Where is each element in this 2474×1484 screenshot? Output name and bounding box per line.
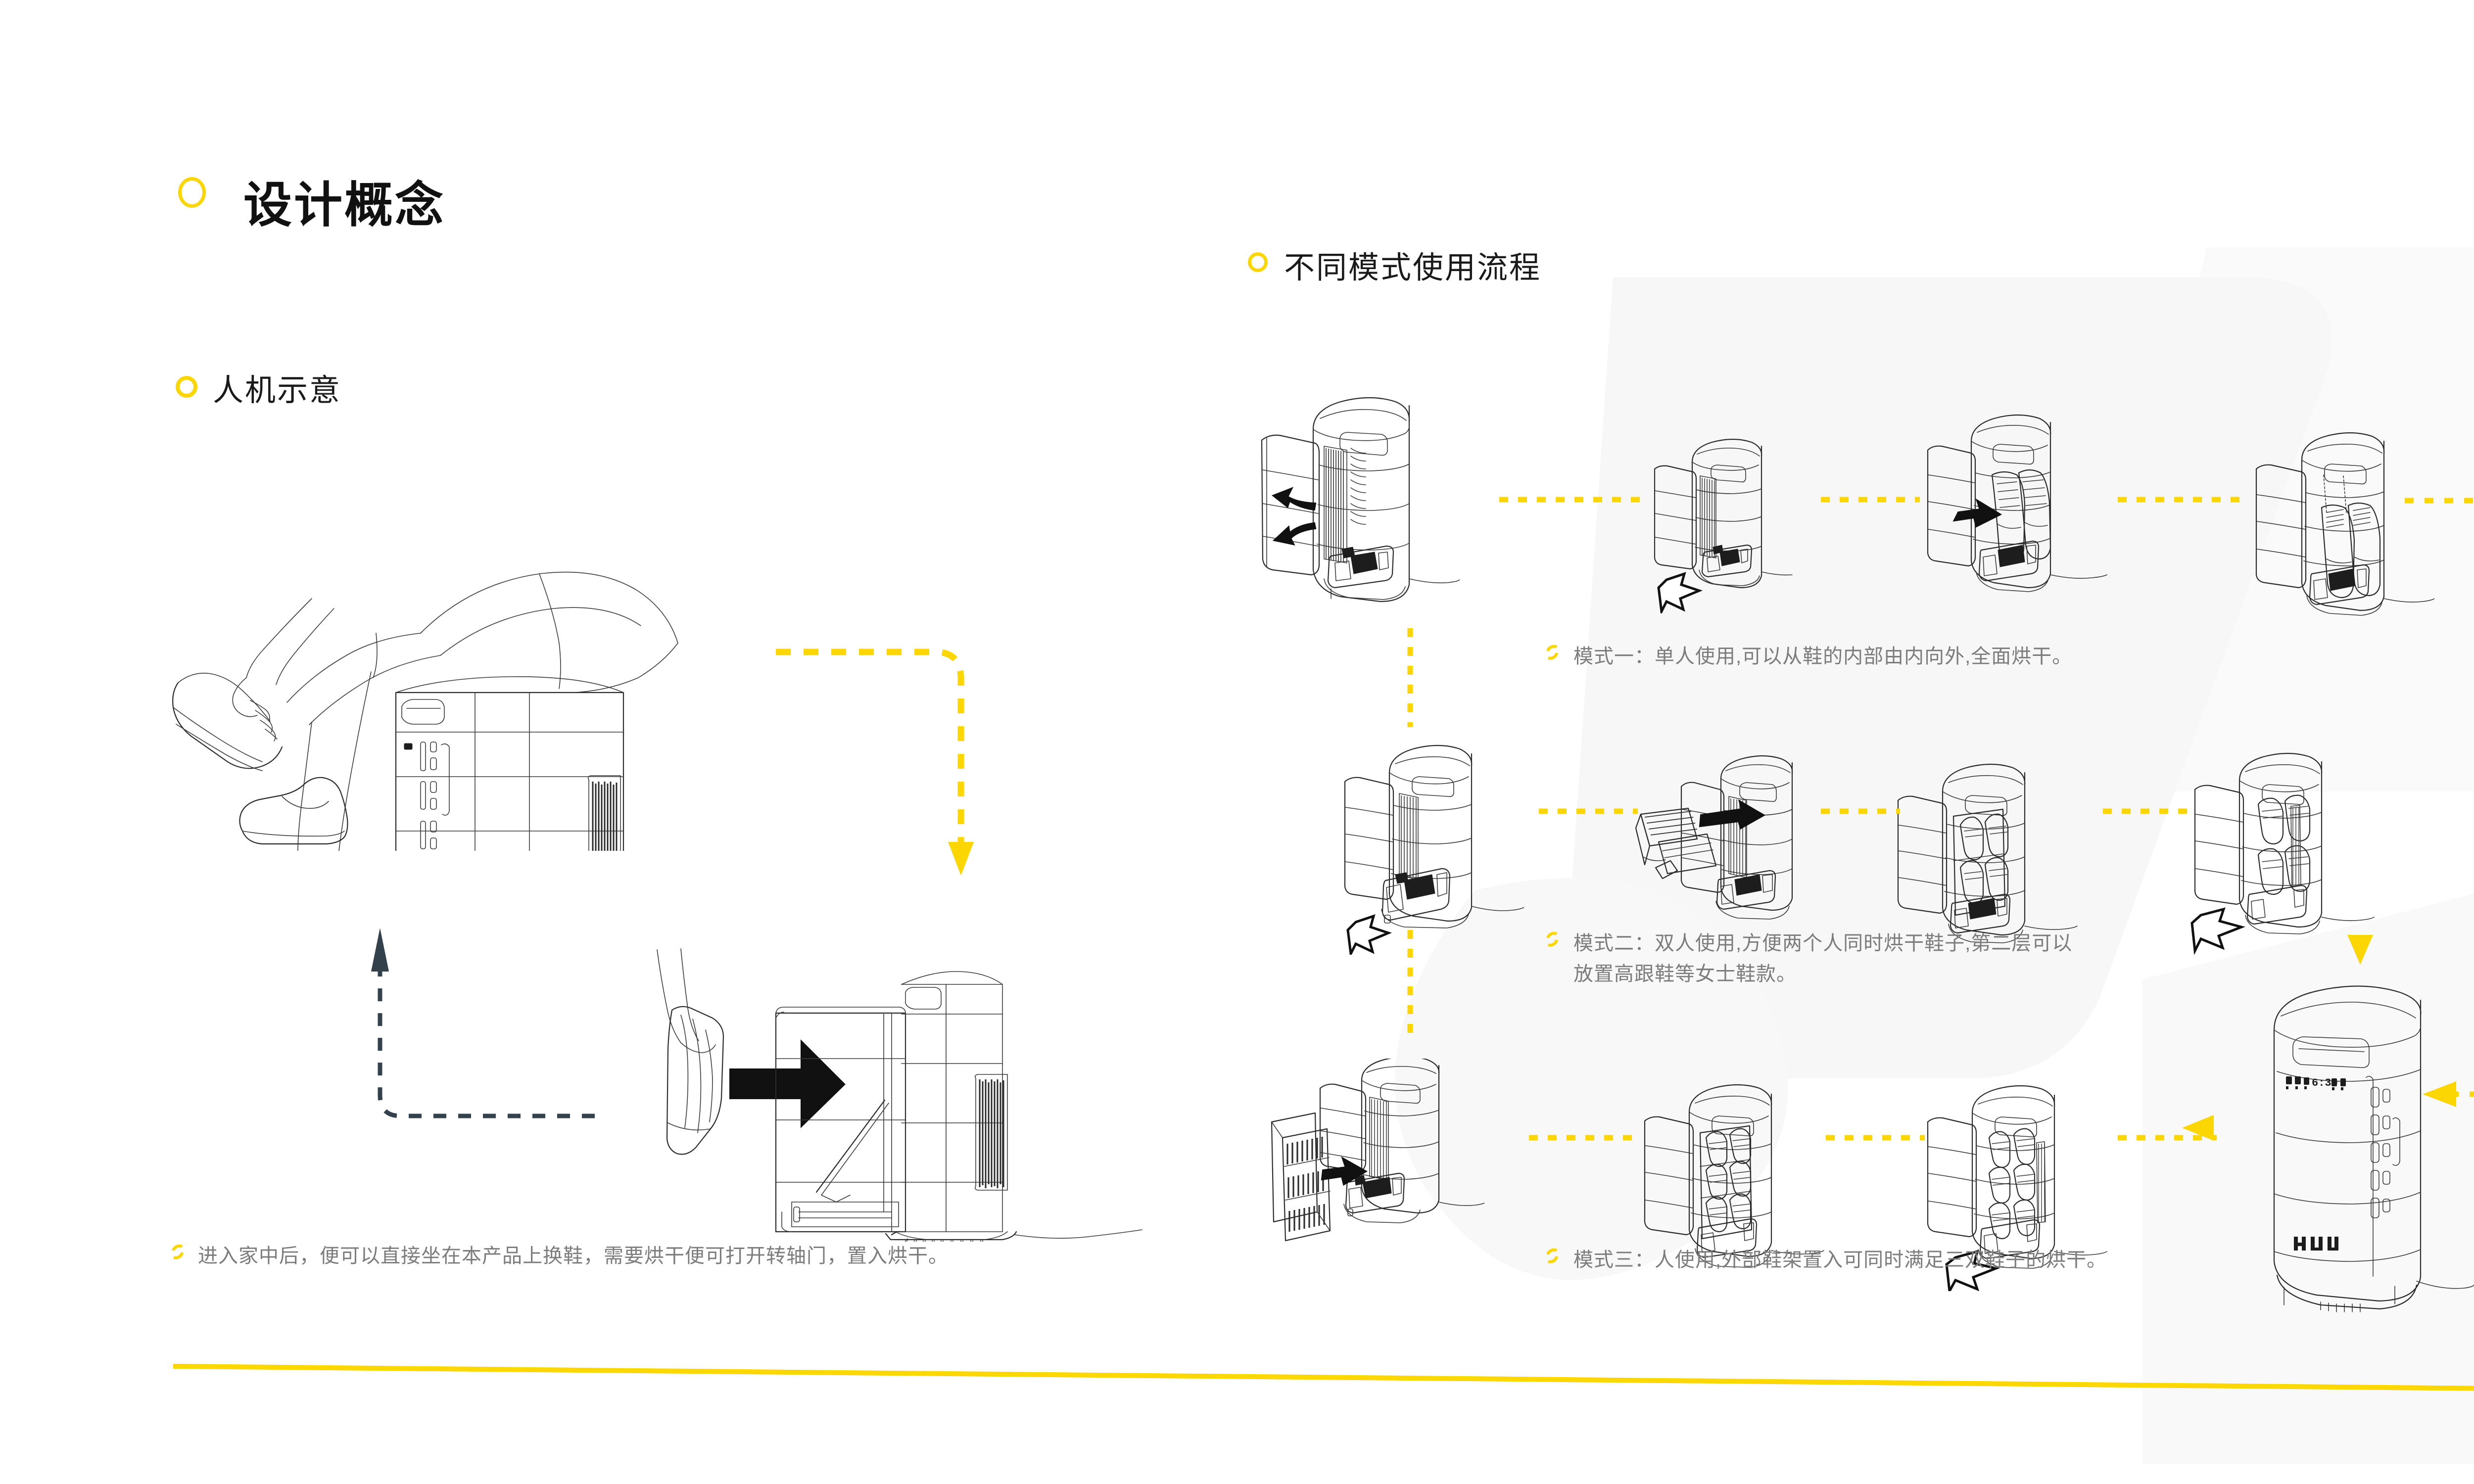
display-time: 6:30 (2312, 1077, 2338, 1089)
mode-3-step-3-rack-inside-drying (1920, 1064, 2118, 1291)
flow-arrow-yellow-down (772, 613, 1029, 890)
mode-2-caption-line-2: 放置高跟鞋等女士鞋款。 (1573, 963, 1797, 985)
mode-1-step-1-open-door-empty-tray (1252, 346, 1460, 623)
mode-3-caption: 模式三：人使用,外部鞋架置入可同时满足三双鞋子的烘干。 (1573, 1249, 2107, 1271)
flow-arrow-dark-up (341, 910, 599, 1138)
caption-bullet-icon-mode3 (1546, 1248, 1558, 1263)
mode-2-caption: 模式二：双人使用,方便两个人同时烘干鞋子,第二层可以 放置高跟鞋等女士鞋款。 (1573, 928, 2266, 989)
bottom-divider (173, 1364, 2474, 1392)
mode-2-step-4-two-tier-drying (2187, 727, 2385, 955)
right-section-ring-icon (1248, 252, 1268, 272)
mode-3-step-4-closed-unit-running: 6:30 (2246, 984, 2474, 1331)
connector-mode3-2 (1826, 1133, 1925, 1143)
mode-1-step-4-shoes-inside-drying (2246, 411, 2434, 638)
mode-2-step-1-open-door-tray-out (1336, 717, 1524, 955)
mode-2-step-2-second-tier-extended (1628, 727, 1826, 945)
connector-mode2-to-mode3 (1405, 930, 1415, 1034)
title-ring-icon (178, 177, 206, 208)
caption-bullet-icon-mode1 (1546, 645, 1558, 660)
mode-3-step-1-external-shoe-rack-insert (1257, 1059, 1484, 1286)
mode-1-step-3-shoes-placed-on-tray (1920, 376, 2108, 613)
connector-mode3-3 (2118, 1133, 2217, 1143)
page-title: 设计概念 (243, 178, 446, 232)
mode-1-caption: 模式一：单人使用,可以从鞋的内部由内向外,全面烘干。 (1573, 646, 2073, 667)
connector-mode2-1 (1539, 806, 1638, 816)
connector-mode1-2 (1821, 495, 1920, 505)
connector-mode1-3 (2118, 495, 2246, 505)
mode-3-step-2-rack-three-tiers-loaded (1633, 1064, 1831, 1281)
mode-2-step-3-two-pairs-loaded (1890, 742, 2088, 960)
right-section-heading: 不同模式使用流程 (1284, 251, 1542, 285)
illustration-person-changing-shoes (163, 485, 688, 851)
connector-mode1-to-mode2 (1405, 628, 1415, 727)
illustration-hand-inserting-shoe (589, 885, 1143, 1242)
flow-arrow-left-small (2182, 1113, 2236, 1143)
mode-1-step-2-tray-slide-out (1648, 406, 1806, 613)
left-section-ring-icon (176, 376, 197, 398)
flow-arrow-into-final-unit (2331, 935, 2390, 989)
connector-mode2-2 (1821, 806, 1900, 816)
left-section-caption: 进入家中后，便可以直接坐在本产品上换鞋，需要烘干便可打开转轴门，置入烘干。 (198, 1245, 949, 1267)
flow-path-right-down (2405, 495, 2474, 1138)
connector-mode2-3 (2103, 806, 2197, 816)
left-section-heading: 人机示意 (213, 373, 342, 408)
mode-2-caption-line-1: 模式二：双人使用,方便两个人同时烘干鞋子,第二层可以 (1573, 932, 2073, 954)
connector-mode1-1 (1499, 495, 1648, 505)
caption-bullet-icon-left (172, 1244, 184, 1259)
connector-mode3-1 (1529, 1133, 1638, 1143)
caption-bullet-icon-mode2 (1546, 931, 1558, 947)
